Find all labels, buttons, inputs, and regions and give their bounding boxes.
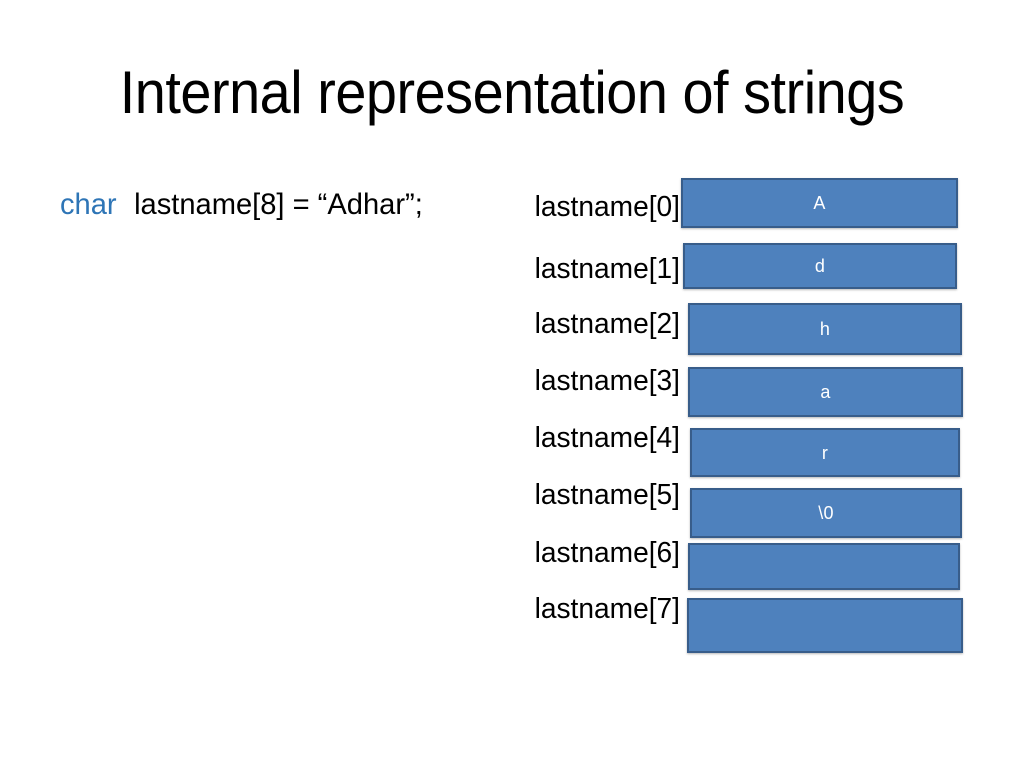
array-box-0[interactable]: A <box>681 178 958 228</box>
cell-label-1: lastname[1] <box>534 253 680 285</box>
declaration-statement: lastname[8] = “Adhar”; <box>134 188 423 221</box>
array-box-2[interactable]: h <box>688 303 962 355</box>
cell-label-6: lastname[6] <box>534 537 680 569</box>
code-declaration: char lastname[8] = “Adhar”; <box>60 186 423 224</box>
cell-label-3: lastname[3] <box>534 365 680 397</box>
array-box-value-2: h <box>819 319 831 339</box>
keyword-char: char <box>60 188 117 221</box>
array-box-7[interactable] <box>687 598 963 653</box>
cell-label-4: lastname[4] <box>534 422 680 454</box>
cell-label-2: lastname[2] <box>534 308 680 340</box>
array-box-5[interactable]: \0 <box>690 488 962 538</box>
array-box-4[interactable]: r <box>690 428 960 477</box>
array-box-value-3: a <box>820 382 831 402</box>
page-title: Internal representation of strings <box>119 59 905 126</box>
cell-label-5: lastname[5] <box>534 479 680 511</box>
array-box-value-4: r <box>821 442 829 463</box>
array-box-6[interactable] <box>688 543 960 590</box>
cell-label-0: lastname[0] <box>534 191 680 223</box>
cell-label-7: lastname[7] <box>534 593 680 625</box>
array-box-value-5: \0 <box>818 503 834 523</box>
array-box-1[interactable]: d <box>683 243 957 289</box>
array-box-value-0: A <box>813 193 826 213</box>
array-box-value-1: d <box>814 256 826 276</box>
array-box-3[interactable]: a <box>688 367 963 417</box>
